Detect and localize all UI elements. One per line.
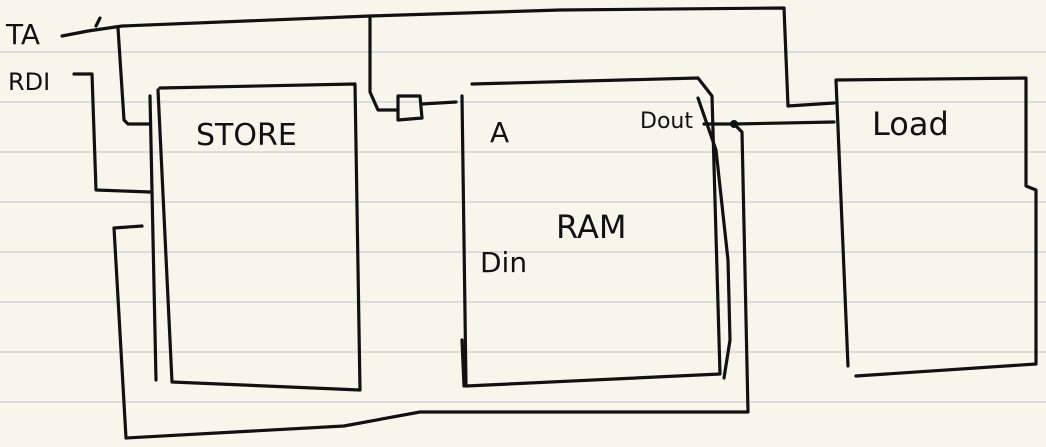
ta-signal-label: TA [5,18,40,51]
register-to-ram-wire [420,100,458,106]
ram-data-out-port: Dout [640,109,693,134]
ram-label: RAM [556,208,626,246]
tick-mark [94,16,102,28]
load-label: Load [872,105,949,143]
dout-to-load-wire [702,120,836,126]
feedback-loop-wire [112,122,750,440]
load-block [834,76,1038,378]
ruled-paper-lines [0,51,1046,403]
address-register-box [396,94,424,122]
rdi-signal-label: RDI [8,68,50,96]
ta-wire [60,14,400,112]
ram-block [460,76,722,388]
ta-to-load-wire [368,6,836,108]
ram-address-port: A [490,116,509,149]
rdi-wire [72,72,152,194]
ram-data-in-port: Din [480,246,527,279]
store-block [148,82,362,392]
store-label: STORE [196,118,297,153]
ta-to-store-wire [116,26,152,126]
feedback-curve-wire [696,96,732,380]
